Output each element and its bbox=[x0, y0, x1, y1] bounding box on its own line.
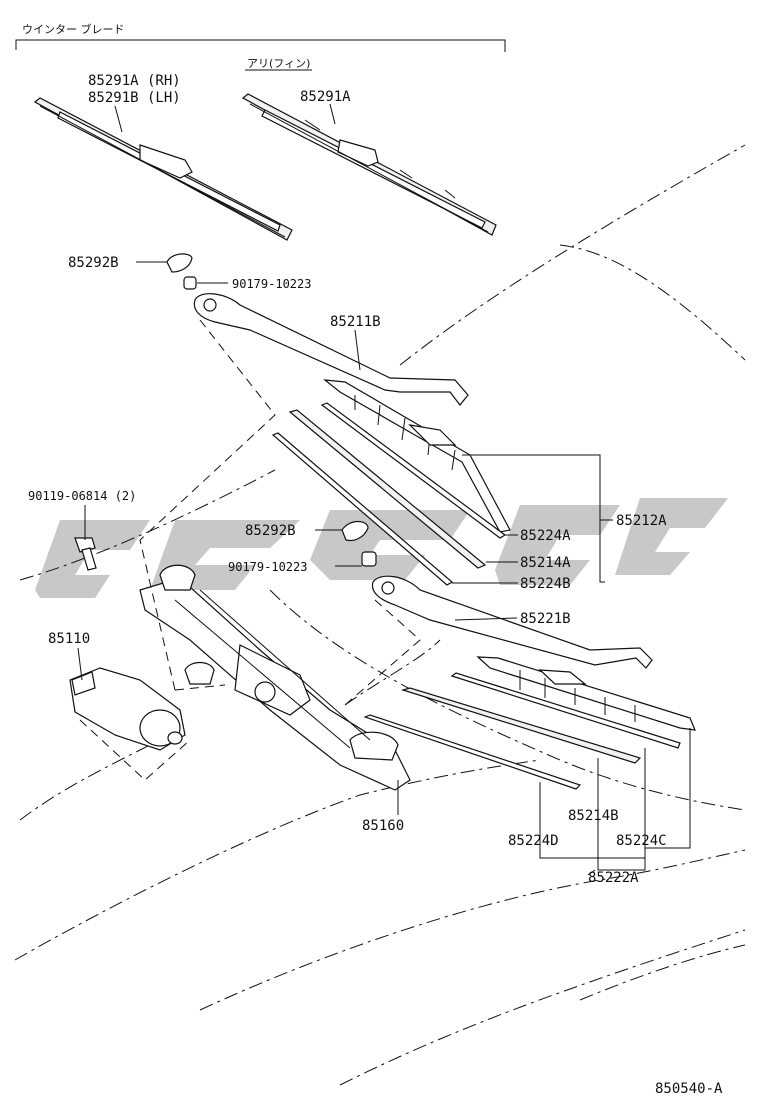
blade-frame-rh bbox=[476, 656, 696, 731]
label-cap-upper: 85292B bbox=[68, 255, 119, 271]
rubber-lh bbox=[288, 409, 487, 569]
label-motor: 85110 bbox=[48, 631, 90, 647]
backing-b bbox=[271, 432, 454, 586]
nut-lower-icon bbox=[361, 551, 377, 567]
label-nut-lower: 90179-10223 bbox=[228, 560, 307, 574]
blade-frame-lh bbox=[323, 379, 511, 533]
car-body-outline bbox=[14, 144, 746, 1086]
backing-c bbox=[450, 672, 681, 749]
cap-upper-icon bbox=[166, 253, 193, 273]
winter-blade-fin bbox=[241, 93, 497, 236]
cap-lower-icon bbox=[341, 520, 369, 542]
label-backing-d: 85224D bbox=[508, 833, 559, 849]
winter-blade-rh-lh bbox=[33, 97, 293, 241]
label-backing-b: 85224B bbox=[520, 576, 571, 592]
part-labels: 85291A (RH) 85291B (LH) 85291A 85292B 90… bbox=[28, 73, 723, 1097]
figure-code: 850540-A bbox=[655, 1081, 723, 1097]
label-blade-lh: 85291B (LH) bbox=[88, 90, 181, 106]
label-bolt: 90119-06814 (2) bbox=[28, 489, 136, 503]
wiper-link-assy bbox=[139, 564, 411, 791]
label-blade-assy-lh: 85212A bbox=[616, 513, 667, 529]
label-arm-lh: 85211B bbox=[330, 314, 381, 330]
group-label: ウインター ブレード bbox=[22, 22, 125, 36]
label-backing-c: 85224C bbox=[616, 833, 667, 849]
label-blade-assy-rh: 85222A bbox=[588, 870, 639, 886]
dashed-leaders bbox=[79, 319, 421, 781]
backing-d bbox=[363, 714, 582, 790]
wiper-arm-rh bbox=[371, 575, 653, 669]
rubber-rh bbox=[400, 687, 642, 764]
nut-upper-icon bbox=[183, 276, 197, 290]
label-arm-rh: 85221B bbox=[520, 611, 571, 627]
sub-label: アリ(フィン) bbox=[247, 57, 310, 70]
wiper-motor bbox=[69, 667, 186, 751]
label-blade-rh: 85291A (RH) bbox=[88, 73, 181, 89]
wiper-arm-lh bbox=[193, 293, 469, 406]
label-cap-lower: 85292B bbox=[245, 523, 296, 539]
label-blade-fin: 85291A bbox=[300, 89, 351, 105]
label-backing-a: 85224A bbox=[520, 528, 571, 544]
label-rubber-rh: 85214B bbox=[568, 808, 619, 824]
label-link: 85160 bbox=[362, 818, 404, 834]
header-bracket: ウインター ブレード アリ(フィン) bbox=[15, 22, 506, 71]
bolt-icon bbox=[74, 537, 97, 571]
leader-lines bbox=[77, 103, 691, 876]
label-nut-upper: 90179-10223 bbox=[232, 277, 311, 291]
label-rubber-lh: 85214A bbox=[520, 555, 571, 571]
